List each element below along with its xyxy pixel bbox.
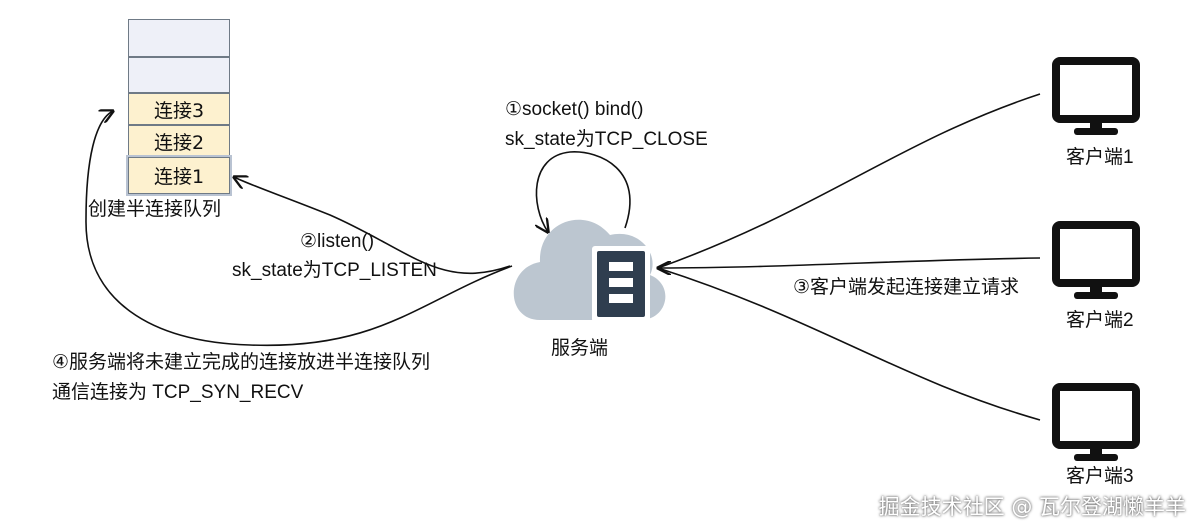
step1-line1: ①socket() bind() [505, 99, 644, 120]
listen-arrow [234, 177, 511, 275]
monitor-icon [1052, 57, 1140, 135]
enqueue-arrow [85, 111, 513, 347]
client3-arrow [657, 267, 1041, 421]
client-label: 客户端3 [1066, 466, 1134, 487]
client-label: 客户端1 [1066, 147, 1134, 168]
step2-line2: sk_state为TCP_LISTEN [232, 260, 437, 281]
queue-slot-empty [128, 19, 230, 57]
client1-arrow [657, 93, 1041, 269]
server-rack-icon [592, 246, 650, 322]
step1-line2: sk_state为TCP_CLOSE [505, 129, 708, 150]
step4-line1: ④服务端将未建立完成的连接放进半连接队列 [52, 352, 431, 373]
client-label: 客户端2 [1066, 310, 1134, 331]
queue-slot-empty [128, 57, 230, 93]
step3-label: ③客户端发起连接建立请求 [793, 277, 1020, 298]
server-label: 服务端 [551, 338, 609, 359]
queue-caption: 创建半连接队列 [88, 199, 222, 220]
step4-line2: 通信连接为 TCP_SYN_RECV [52, 382, 304, 403]
self-loop-arrow [536, 151, 631, 232]
queue-slot-connection-1: 连接1 [128, 157, 230, 194]
client2-arrow [658, 257, 1041, 268]
step2-line1: ②listen() [300, 231, 375, 252]
monitor-icon [1052, 383, 1140, 461]
queue-slot-connection-2: 连接2 [128, 125, 230, 157]
queue-slot-connection-3: 连接3 [128, 93, 230, 125]
monitor-icon [1052, 221, 1140, 299]
watermark: 掘金技术社区 @ 瓦尔登湖懒羊羊 [878, 495, 1186, 519]
